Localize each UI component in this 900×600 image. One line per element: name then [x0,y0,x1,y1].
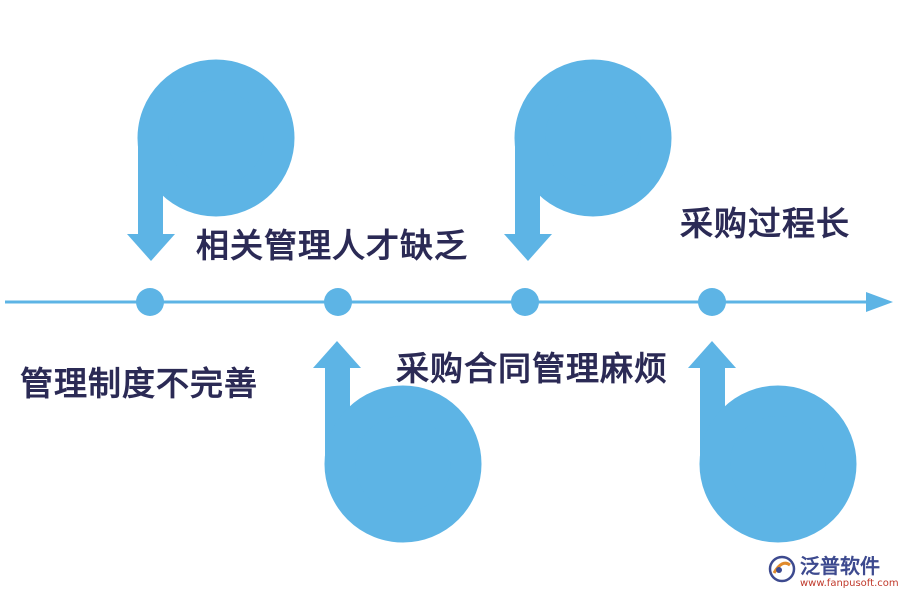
arrow-down-3 [504,234,552,261]
brand-url: www.fanpusoft.com [800,578,899,589]
timeline-dot-3 [511,288,539,316]
timeline-node-1 [127,59,295,316]
arrow-up-4 [688,341,736,368]
timeline-node-3 [504,59,672,316]
loop-center-1 [168,90,264,186]
loop-ring-2 [324,385,482,543]
label-contract-hassle: 采购合同管理麻烦 [396,349,668,388]
fanpu-logo-icon [768,555,796,583]
label-long-procurement: 采购过程长 [680,204,850,243]
loop-center-3 [545,90,641,186]
timeline-dot-1 [136,288,164,316]
loop-center-2 [355,416,451,512]
label-imperfect-system: 管理制度不完善 [20,364,258,403]
brand-logo: 泛普软件 www.fanpusoft.com [766,553,899,593]
loop-ring-4 [699,385,857,543]
timeline-node-2 [313,288,482,543]
loop-center-4 [730,416,826,512]
timeline-arrowhead [866,292,893,312]
label-talent-shortage: 相关管理人才缺乏 [196,226,468,265]
timeline-dot-2 [324,288,352,316]
brand-name: 泛普软件 [800,554,880,578]
arrow-down-1 [127,234,175,261]
timeline-dot-4 [698,288,726,316]
arrow-up-2 [313,341,361,368]
loop-stem-3 [515,138,540,234]
timeline-node-4 [688,288,857,543]
loop-stem-1 [138,138,163,234]
